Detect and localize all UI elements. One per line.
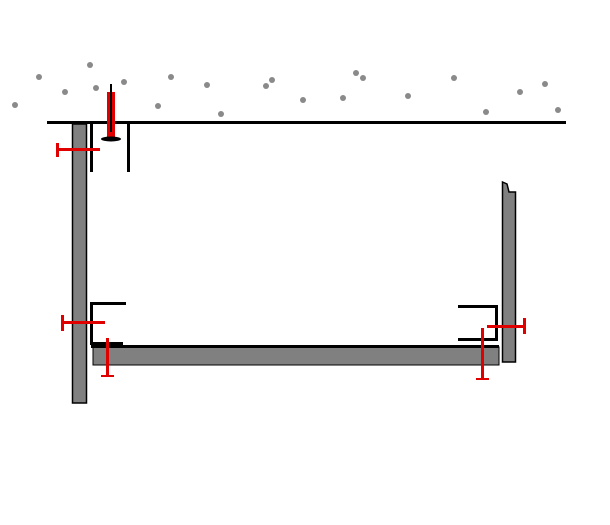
concrete-speck xyxy=(87,62,93,68)
screw-right-vertical xyxy=(476,328,489,380)
concrete-speck xyxy=(300,97,306,103)
screw-left-bottom xyxy=(61,315,105,331)
concrete-speck xyxy=(168,74,174,80)
left-wall-panel xyxy=(71,123,88,404)
bottom-panel xyxy=(92,346,500,366)
concrete-speck xyxy=(62,89,68,95)
concrete-speck xyxy=(263,83,269,89)
concrete-speck xyxy=(121,79,127,85)
right-wall-panel xyxy=(501,180,517,363)
concrete-speck xyxy=(93,85,99,91)
concrete-speck xyxy=(12,102,18,108)
concrete-speck xyxy=(483,109,489,115)
concrete-speck xyxy=(353,70,359,76)
bottom-panel-edge xyxy=(91,345,499,348)
concrete-speck xyxy=(555,107,561,113)
concrete-speck xyxy=(340,95,346,101)
bottom-right-channel xyxy=(458,305,498,341)
concrete-speck xyxy=(517,89,523,95)
concrete-speck xyxy=(36,74,42,80)
concrete-speck xyxy=(405,93,411,99)
ceiling-anchor xyxy=(101,84,121,142)
concrete-ceiling-texture xyxy=(12,62,561,117)
screw-right-horizontal xyxy=(487,318,526,334)
concrete-speck xyxy=(218,111,224,117)
concrete-speck xyxy=(542,81,548,87)
screw-left-vertical xyxy=(101,338,114,377)
concrete-speck xyxy=(360,75,366,81)
ceiling-slab-underside xyxy=(47,121,566,124)
screw-left-top xyxy=(56,143,100,157)
concrete-speck xyxy=(204,82,210,88)
concrete-speck xyxy=(269,77,275,83)
concrete-speck xyxy=(155,103,161,109)
concrete-speck xyxy=(451,75,457,81)
